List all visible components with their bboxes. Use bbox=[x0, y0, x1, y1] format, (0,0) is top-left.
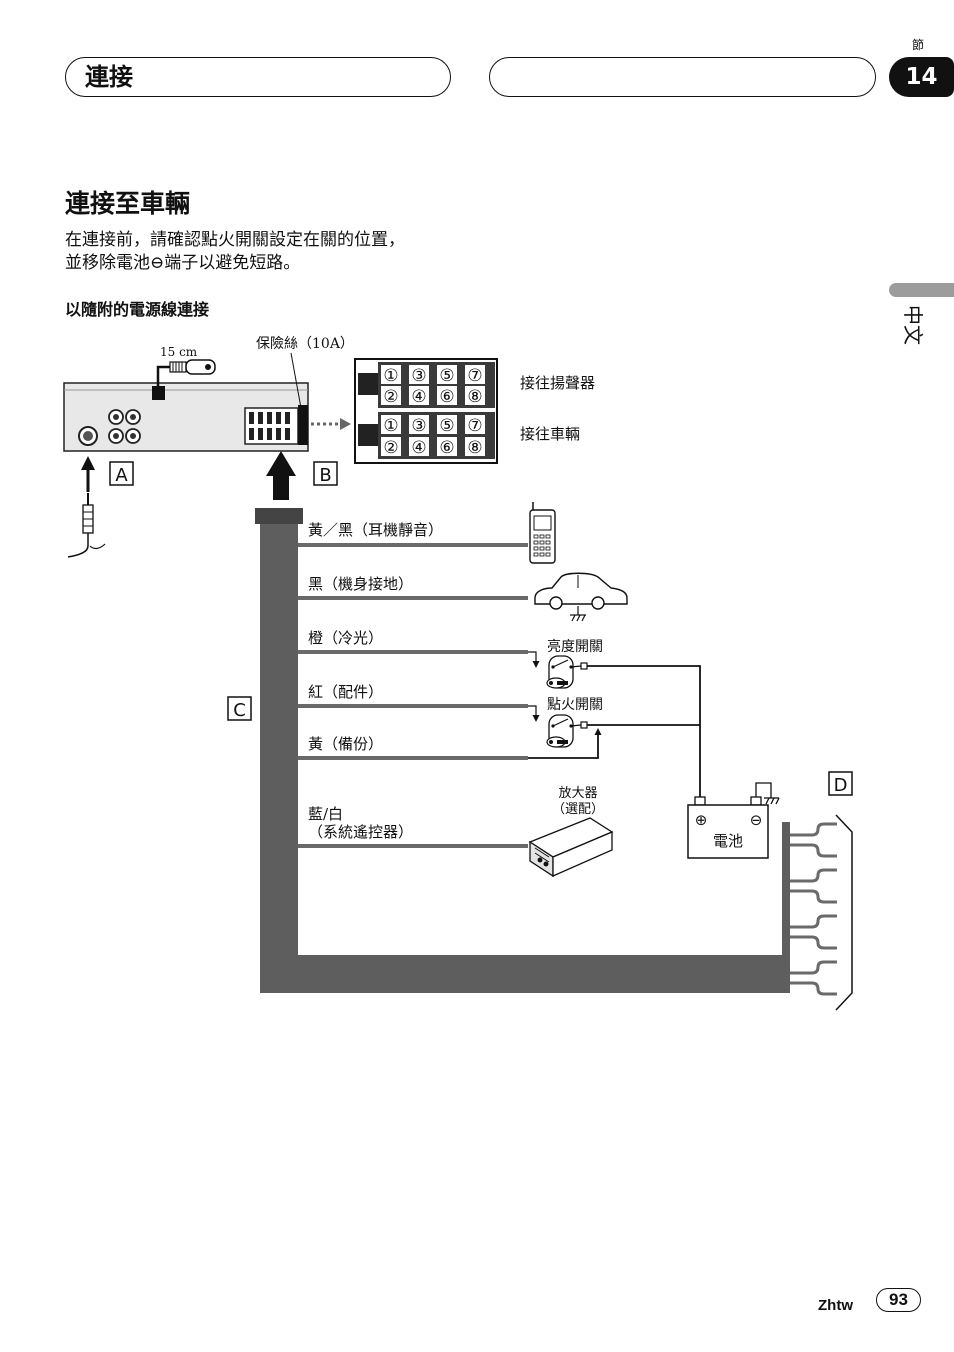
battery-positive-terminal: ⊕ bbox=[695, 811, 708, 829]
pin-number: ① bbox=[383, 366, 398, 386]
wire-label-line2: （系統遙控器） bbox=[308, 823, 413, 841]
speaker-bracket bbox=[835, 814, 853, 1011]
pin-number: ⑤ bbox=[439, 366, 454, 386]
short-lead-cable bbox=[152, 359, 216, 400]
key-icon bbox=[546, 736, 568, 748]
wire-label: 紅（配件） bbox=[308, 683, 383, 701]
callout-c-label: C bbox=[233, 700, 246, 721]
lower-connector-pins: ① ③ ⑤ ⑦ ② ④ ⑥ ⑧ bbox=[381, 415, 485, 458]
section-label: 節 bbox=[912, 38, 925, 52]
pin-number: ⑦ bbox=[467, 366, 482, 386]
car-icon bbox=[534, 572, 628, 610]
harness-wires bbox=[298, 543, 528, 848]
battery-icon: ⊕ ⊖ 電池 bbox=[687, 796, 769, 859]
antenna-plug bbox=[67, 493, 106, 558]
footer-language-code: Zhtw bbox=[818, 1297, 853, 1314]
pin-number: ⑤ bbox=[439, 416, 454, 436]
section-title-pill: 連接 bbox=[65, 57, 451, 97]
wire-label: 黑（機身接地） bbox=[308, 575, 413, 593]
dimmer-switch-icon bbox=[528, 651, 588, 689]
page-number: 93 bbox=[876, 1288, 921, 1312]
vehicle-connection-label: 接往車輛 bbox=[520, 425, 580, 443]
connector-detail: ① ③ ⑤ ⑦ ② ④ ⑥ ⑧ ① ③ ⑤ ⑦ ② ④ ⑥ bbox=[354, 358, 498, 464]
battery-negative-terminal: ⊖ bbox=[750, 811, 763, 829]
callout-d-label: D bbox=[834, 775, 848, 796]
wire-label: 黃／黑（耳機靜音） bbox=[308, 521, 443, 539]
callout-b-label: B bbox=[319, 465, 331, 486]
upper-connector-pins: ① ③ ⑤ ⑦ ② ④ ⑥ ⑧ bbox=[381, 365, 485, 407]
fuse bbox=[298, 405, 308, 445]
battery-ground-icon bbox=[755, 782, 780, 805]
phone-icon bbox=[529, 502, 556, 564]
wire-label: 黃（備份） bbox=[308, 735, 383, 753]
callout-b: B bbox=[313, 461, 338, 486]
fuse-label: 保險絲（10A） bbox=[256, 336, 354, 352]
page-title: 連接至車輛 bbox=[65, 189, 191, 218]
wire-label: 橙（冷光） bbox=[308, 629, 383, 647]
power-harness bbox=[255, 508, 790, 993]
antenna-arrow bbox=[81, 456, 95, 492]
pin-number: ⑧ bbox=[467, 387, 482, 407]
battery-label: 電池 bbox=[713, 832, 743, 850]
ignition-switch-icon bbox=[528, 705, 588, 748]
intro-line-1: 在連接前，請確認點火開關設定在關的位置， bbox=[65, 230, 405, 250]
antenna-jack bbox=[78, 426, 98, 446]
language-tab-bar bbox=[889, 283, 954, 297]
battery-feed-lines bbox=[528, 665, 701, 797]
fuse-leader-line bbox=[290, 352, 302, 409]
section-number-tab: 14 bbox=[889, 57, 954, 97]
speaker-connection-label: 接往揚聲器 bbox=[520, 374, 595, 392]
pin-number: ③ bbox=[411, 366, 426, 386]
intro-line-2: 並移除電池⊖端子以避免短路。 bbox=[65, 253, 301, 273]
wire-label: 藍/白 bbox=[308, 805, 343, 823]
amplifier-icon bbox=[528, 817, 614, 878]
pin-number: ⑦ bbox=[467, 416, 482, 436]
wiring-diagram: 15 cm 保險絲（10A） ① ③ ⑤ ⑦ ② bbox=[63, 336, 853, 1011]
callout-c: C bbox=[227, 696, 252, 721]
pin-number: ④ bbox=[411, 438, 426, 458]
ground-icon bbox=[570, 606, 586, 622]
pin-number: ⑥ bbox=[439, 438, 454, 458]
subheading: 以隨附的電源線連接 bbox=[65, 300, 210, 319]
detail-arrow bbox=[311, 418, 351, 430]
pin-number: ⑥ bbox=[439, 387, 454, 407]
amplifier-note: （選配） bbox=[552, 802, 604, 817]
amplifier-label: 放大器 bbox=[558, 786, 597, 801]
rca-jacks bbox=[108, 409, 141, 444]
backup-arrow bbox=[594, 728, 602, 735]
pin-number: ⑧ bbox=[467, 438, 482, 458]
pin-number: ① bbox=[383, 416, 398, 436]
ignition-switch-label: 點火開關 bbox=[547, 697, 603, 713]
callout-d: D bbox=[828, 771, 853, 796]
pin-number: ② bbox=[383, 438, 398, 458]
head-unit bbox=[63, 382, 309, 452]
callout-a: A bbox=[109, 461, 134, 486]
key-icon bbox=[546, 677, 568, 689]
empty-header-pill bbox=[489, 57, 876, 97]
harness-arrow bbox=[266, 451, 296, 500]
pin-number: ③ bbox=[411, 416, 426, 436]
section-title: 連接 bbox=[85, 63, 133, 91]
speaker-leads bbox=[790, 822, 837, 996]
unit-harness-socket bbox=[244, 407, 299, 445]
dimmer-switch-label: 亮度開關 bbox=[547, 638, 603, 655]
callout-a-label: A bbox=[115, 465, 128, 486]
pin-number: ② bbox=[383, 387, 398, 407]
pin-number: ④ bbox=[411, 387, 426, 407]
cable-length-label: 15 cm bbox=[160, 345, 198, 359]
